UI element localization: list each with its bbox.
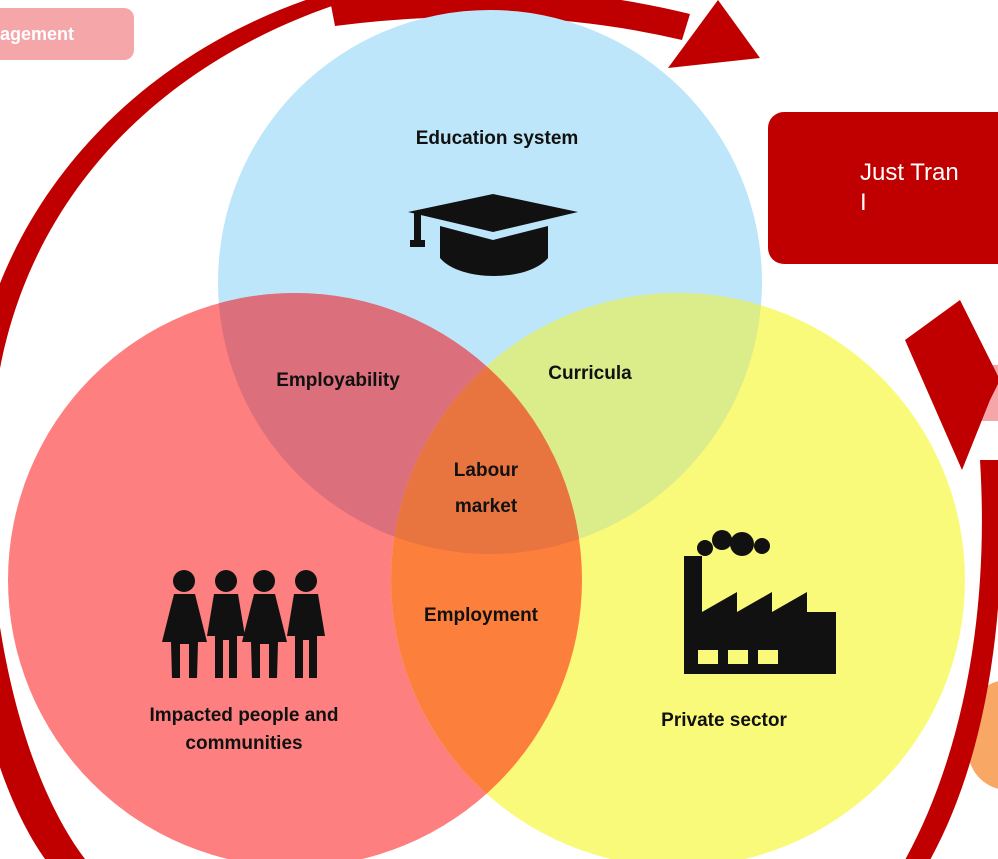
curricula-label: Curricula bbox=[548, 363, 632, 384]
market-label: market bbox=[455, 496, 518, 517]
cycle-arrow-right bbox=[905, 460, 998, 859]
graduation-cap-icon bbox=[408, 194, 578, 276]
employment-label: Employment bbox=[424, 605, 539, 626]
cycle-arrow-left bbox=[0, 0, 350, 859]
factory-icon bbox=[684, 530, 836, 674]
just-transition-box: Just Tran I bbox=[768, 112, 998, 264]
people-label-line2: communities bbox=[185, 733, 302, 754]
employability-label: Employability bbox=[276, 370, 400, 391]
cycle-arrowhead-top bbox=[668, 0, 760, 68]
just-transition-line1: Just Tran bbox=[860, 159, 959, 186]
people-label-line1: Impacted people and bbox=[150, 705, 339, 726]
labour-label: Labour bbox=[454, 460, 519, 481]
cycle-arrow-top bbox=[330, 0, 690, 40]
people-group-icon bbox=[162, 570, 325, 678]
education-label: Education system bbox=[416, 128, 579, 149]
engagement-tag: agement bbox=[0, 8, 134, 60]
cycle-arrowhead-right bbox=[905, 300, 998, 470]
private-sector-label: Private sector bbox=[661, 710, 787, 731]
just-transition-line2: I bbox=[860, 189, 867, 216]
